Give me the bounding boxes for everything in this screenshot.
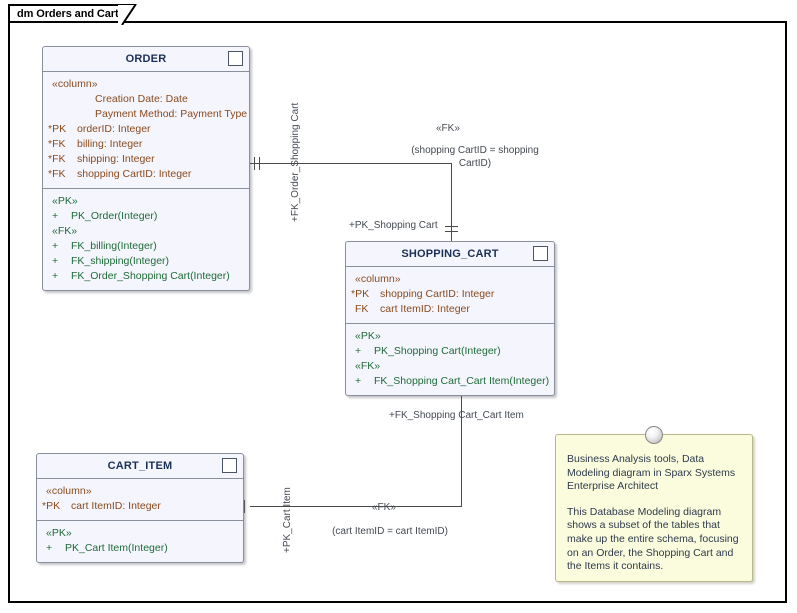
- table-order-operations: «PK» + PK_Order(Integer) «FK» + FK_billi…: [43, 188, 249, 290]
- table-shopping-cart-header: SHOPPING_CART: [346, 242, 554, 267]
- table-row[interactable]: Payment Method: Payment Type: [43, 107, 249, 122]
- op-text: FK_Order_Shopping Cart(Integer): [71, 270, 230, 282]
- table-row[interactable]: Creation Date: Date: [43, 92, 249, 107]
- connector-shoppingcart-cartitem-horizontal[interactable]: [250, 506, 462, 507]
- attr-text: shipping: Integer: [77, 153, 155, 165]
- connector-tick-cartitem-1: [244, 500, 245, 513]
- list-item[interactable]: + FK_Shopping Cart_Cart Item(Integer): [346, 374, 554, 389]
- attr-text: shopping CartID: Integer: [380, 288, 495, 300]
- attributes-stereotype: «column»: [52, 78, 98, 90]
- operations-stereotype-pk: «PK»: [46, 527, 72, 539]
- table-row[interactable]: *PK cart ItemID: Integer: [37, 499, 243, 514]
- op-visibility: +: [355, 345, 362, 357]
- attr-key: *PK: [351, 288, 370, 300]
- list-item[interactable]: + FK_Order_Shopping Cart(Integer): [43, 269, 249, 284]
- attr-key: *FK: [48, 168, 66, 180]
- table-row[interactable]: FK cart ItemID: Integer: [346, 302, 554, 317]
- attr-text: cart ItemID: Integer: [380, 303, 470, 315]
- attributes-stereotype: «column»: [46, 485, 92, 497]
- table-shopping-cart[interactable]: SHOPPING_CART «column» *PK shopping Cart…: [345, 241, 555, 396]
- connector-label-pk-cart-item: +PK_Cart Item: [282, 487, 293, 553]
- op-visibility: +: [52, 240, 59, 252]
- attributes-stereotype: «column»: [355, 273, 401, 285]
- note-paragraph: Business Analysis tools, Data Modeling d…: [567, 453, 738, 493]
- connector-tick-cart-1: [445, 226, 458, 227]
- table-shopping-cart-attributes: «column» *PK shopping CartID: Integer FK…: [346, 267, 554, 323]
- attr-text: billing: Integer: [77, 138, 143, 150]
- connector-label-fk-shopping-cart-cart-item: +FK_Shopping Cart_Cart Item: [389, 410, 524, 421]
- table-order-title: ORDER: [125, 53, 167, 65]
- table-row[interactable]: *FK shipping: Integer: [43, 152, 249, 167]
- connector-order-shoppingcart-horizontal[interactable]: [250, 163, 452, 164]
- table-cart-item-header: CART_ITEM: [37, 454, 243, 479]
- op-visibility: +: [52, 255, 59, 267]
- frame-tab-slant-icon: [118, 4, 137, 25]
- table-icon[interactable]: [222, 458, 237, 473]
- attr-key: FK: [355, 303, 369, 315]
- list-item[interactable]: + PK_Shopping Cart(Integer): [346, 344, 554, 359]
- operations-stereotype-fk: «FK»: [355, 360, 381, 372]
- op-text: FK_billing(Integer): [71, 240, 157, 252]
- op-visibility: +: [46, 542, 53, 554]
- attr-text: Creation Date: Date: [95, 93, 188, 105]
- table-cart-item-title: CART_ITEM: [107, 460, 173, 472]
- table-order-attributes: «column» Creation Date: Date Payment Met…: [43, 72, 249, 188]
- list-item[interactable]: + PK_Cart Item(Integer): [37, 541, 243, 556]
- connector-order-shoppingcart-vertical[interactable]: [451, 163, 452, 241]
- table-order-header: ORDER: [43, 47, 249, 72]
- list-item[interactable]: + FK_billing(Integer): [43, 239, 249, 254]
- connector-label-pk-shopping-cart: +PK_Shopping Cart: [349, 220, 438, 231]
- attr-text: orderID: Integer: [77, 123, 151, 135]
- attr-key: [43, 107, 77, 122]
- connector-label-stereotype-fk-1: «FK»: [436, 123, 460, 134]
- op-visibility: +: [355, 375, 362, 387]
- table-cart-item[interactable]: CART_ITEM «column» *PK cart ItemID: Inte…: [36, 453, 244, 563]
- op-text: FK_Shopping Cart_Cart Item(Integer): [374, 375, 550, 387]
- op-text: PK_Shopping Cart(Integer): [374, 345, 501, 357]
- attr-key: [43, 92, 77, 107]
- table-shopping-cart-title: SHOPPING_CART: [401, 248, 499, 260]
- op-visibility: +: [52, 270, 59, 282]
- connector-tick-order-1: [254, 157, 255, 170]
- table-icon[interactable]: [533, 246, 548, 261]
- table-icon[interactable]: [228, 51, 243, 66]
- table-cart-item-attributes: «column» *PK cart ItemID: Integer: [37, 479, 243, 520]
- attr-key: *FK: [48, 153, 66, 165]
- op-text: PK_Cart Item(Integer): [65, 542, 168, 554]
- attr-text: Payment Method: Payment Type: [95, 108, 248, 120]
- connector-tick-order-2: [259, 157, 260, 170]
- attr-key: *PK: [48, 123, 67, 135]
- connector-label-fk-order-shopping-cart: +FK_Order_Shopping Cart: [290, 102, 301, 222]
- connector-shoppingcart-cartitem-vertical[interactable]: [461, 393, 462, 506]
- note-paragraph: This Database Modeling diagram shows a s…: [567, 505, 742, 573]
- diagram-frame-tab[interactable]: dm Orders and Cart: [8, 4, 123, 23]
- table-shopping-cart-operations: «PK» + PK_Shopping Cart(Integer) «FK» + …: [346, 323, 554, 395]
- table-row[interactable]: *PK orderID: Integer: [43, 122, 249, 137]
- attr-text: shopping CartID: Integer: [77, 168, 192, 180]
- attr-key: *PK: [42, 500, 61, 512]
- table-cart-item-operations: «PK» + PK_Cart Item(Integer): [37, 520, 243, 562]
- op-visibility: +: [52, 210, 59, 222]
- table-row[interactable]: *PK shopping CartID: Integer: [346, 287, 554, 302]
- op-text: FK_shipping(Integer): [71, 255, 170, 267]
- connector-label-stereotype-fk-2: «FK»: [372, 502, 396, 513]
- connector-label-constraint-1: (shopping CartID = shopping CartID): [411, 145, 539, 169]
- table-order[interactable]: ORDER «column» Creation Date: Date Payme…: [42, 46, 250, 291]
- note-element[interactable]: Business Analysis tools, Data Modeling d…: [555, 426, 753, 582]
- op-text: PK_Order(Integer): [71, 210, 158, 222]
- connector-label-constraint-2: (cart ItemID = cart ItemID): [332, 526, 448, 537]
- operations-stereotype-pk: «PK»: [355, 330, 381, 342]
- attr-key: *FK: [48, 138, 66, 150]
- note-pin-icon: [645, 426, 663, 444]
- diagram-title: dm Orders and Cart: [17, 7, 119, 20]
- connector-tick-cart-2: [445, 231, 458, 232]
- list-item[interactable]: + PK_Order(Integer): [43, 209, 249, 224]
- list-item[interactable]: + FK_shipping(Integer): [43, 254, 249, 269]
- table-row[interactable]: *FK billing: Integer: [43, 137, 249, 152]
- operations-stereotype-pk: «PK»: [52, 195, 78, 207]
- table-row[interactable]: *FK shopping CartID: Integer: [43, 167, 249, 182]
- operations-stereotype-fk: «FK»: [52, 225, 78, 237]
- attr-text: cart ItemID: Integer: [71, 500, 161, 512]
